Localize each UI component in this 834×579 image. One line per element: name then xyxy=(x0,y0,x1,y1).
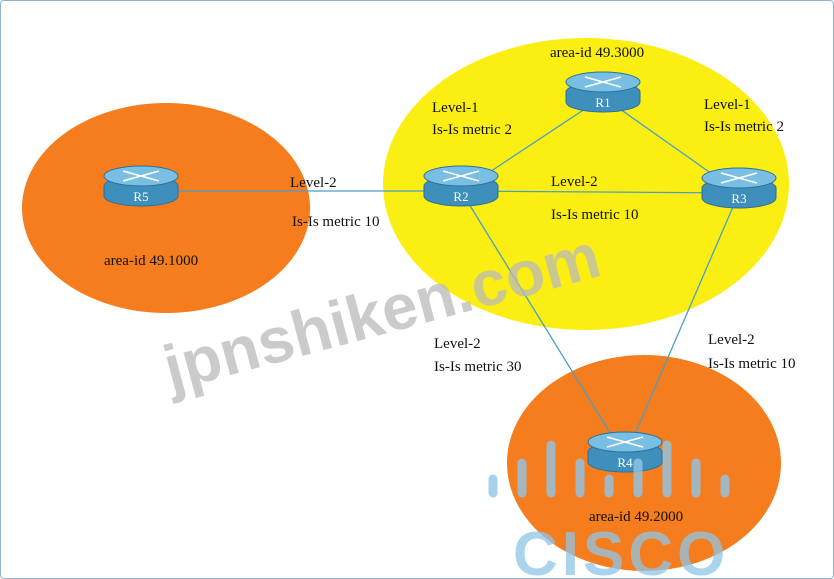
router-r2[interactable]: R2 xyxy=(423,165,499,207)
router-r4[interactable]: R4 xyxy=(587,431,663,473)
area-left-ellipse xyxy=(22,103,310,313)
router-r4-arrows-icon xyxy=(606,436,644,448)
router-r1-arrows-icon xyxy=(584,76,622,88)
link-r1-r3-metric: Is-Is metric 2 xyxy=(704,119,784,135)
link-r5-r2-level: Level-2 xyxy=(290,175,337,191)
link-r2-r3-level: Level-2 xyxy=(551,174,598,190)
link-r3-r4-level: Level-2 xyxy=(708,332,755,348)
router-r3-arrows-icon xyxy=(720,172,758,184)
routers: R1 R2 R3 xyxy=(103,71,777,473)
router-r3[interactable]: R3 xyxy=(701,167,777,209)
link-r2-r4-level: Level-2 xyxy=(434,336,481,352)
router-r2-arrows-icon xyxy=(442,170,480,182)
link-r3-r4-metric: Is-Is metric 10 xyxy=(708,356,795,372)
area-left-label: area-id 49.1000 xyxy=(104,253,198,269)
link-r2-r4 xyxy=(460,190,626,458)
link-r5-r2-metric: Is-Is metric 10 xyxy=(292,214,379,230)
router-r4-label: R4 xyxy=(617,455,633,470)
link-r1-r3-level: Level-1 xyxy=(704,97,751,113)
link-r2-r3 xyxy=(460,190,740,194)
area-core-ellipse xyxy=(383,38,789,330)
area-bottom-label: area-id 49.2000 xyxy=(589,509,683,525)
link-r2-r3-metric: Is-Is metric 10 xyxy=(551,207,638,223)
router-r5-label: R5 xyxy=(133,189,148,204)
link-r2-r4-metric: Is-Is metric 30 xyxy=(434,359,521,375)
router-r5-arrows-icon xyxy=(122,170,160,182)
areas xyxy=(22,38,789,571)
link-r2-r1-metric: Is-Is metric 2 xyxy=(432,122,512,138)
router-r1-label: R1 xyxy=(595,95,610,110)
router-r1[interactable]: R1 xyxy=(565,71,641,113)
router-r3-label: R3 xyxy=(731,191,746,206)
cisco-logo-text: CISCO xyxy=(513,520,729,578)
router-r2-label: R2 xyxy=(453,189,468,204)
area-core-label: area-id 49.3000 xyxy=(550,45,644,61)
router-r5[interactable]: R5 xyxy=(103,165,179,207)
link-r2-r1-level: Level-1 xyxy=(432,100,479,116)
link-r3-r4 xyxy=(624,192,740,458)
cisco-bridge-icon xyxy=(488,440,730,498)
